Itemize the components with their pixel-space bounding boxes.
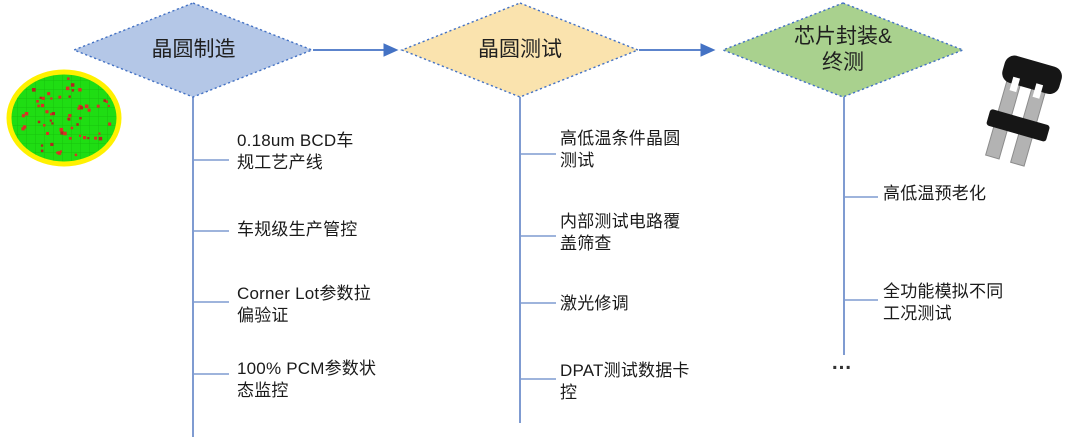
wafer-defect-dot xyxy=(51,112,55,116)
stage-diamond-package-finaltest xyxy=(721,2,965,98)
wafer-defect-dot xyxy=(103,99,106,102)
stage-diamond-wafer-test xyxy=(400,2,640,98)
wafer-defect-dot xyxy=(107,104,110,107)
wafer-defect-dot xyxy=(40,149,44,153)
wafer-defect-dot xyxy=(24,112,29,116)
stage-diamond-wafer-fab xyxy=(72,2,314,98)
wafer-defect-dot xyxy=(98,132,101,135)
wafer-defect-dot xyxy=(71,89,75,92)
wafer-defect-dot xyxy=(21,127,25,131)
wafer-defect-dot xyxy=(65,86,70,91)
wafer-defect-dot xyxy=(76,123,79,126)
wafer-defect-dot xyxy=(67,77,70,80)
list-item: 全功能模拟不同 工况测试 xyxy=(883,282,1004,323)
wafer-defect-dot xyxy=(68,95,71,98)
ellipsis-more-indicator: … xyxy=(831,351,853,374)
column3-ticks xyxy=(844,196,878,301)
wafer-defect-dot xyxy=(63,131,67,136)
wafer-defect-dot xyxy=(56,151,59,154)
wafer-defect-dot xyxy=(68,137,72,140)
transistor-package-icon xyxy=(985,55,1062,167)
wafer-defect-dot xyxy=(70,126,74,130)
wafer-defect-dot xyxy=(94,136,97,140)
wafer-defect-dot xyxy=(105,100,108,103)
list-item: Corner Lot参数拉 偏验证 xyxy=(237,284,371,325)
wafer-defect-dot xyxy=(74,153,78,157)
column1-ticks xyxy=(193,159,229,375)
wafer-defect-dot xyxy=(79,117,82,120)
list-item: 高低温条件晶圆 测试 xyxy=(560,129,681,170)
wafer-defect-dot xyxy=(22,125,27,129)
wafer-defect-dot xyxy=(37,120,41,124)
wafer-defect-dot xyxy=(40,144,44,147)
column2-ticks xyxy=(520,153,556,380)
wafer-defect-dots xyxy=(21,77,112,157)
wafer-defect-dot xyxy=(87,108,91,112)
list-item: 高低温预老化 xyxy=(883,184,987,203)
wafer-defect-dot xyxy=(32,88,36,92)
wafer-defect-dot xyxy=(59,127,64,132)
wafer-defect-dot xyxy=(41,96,45,100)
wafer-defect-dot xyxy=(83,136,87,140)
wafer-defect-dot xyxy=(67,117,71,121)
list-item: 0.18um BCD车 规工艺产线 xyxy=(237,131,354,172)
list-item: 车规级生产管控 xyxy=(237,220,358,239)
wafer-defect-dot xyxy=(60,131,64,135)
wafer-defect-dot xyxy=(49,119,52,122)
wafer-defect-dot xyxy=(50,142,54,146)
wafer-defect-dot xyxy=(98,136,103,141)
wafer-defect-dot xyxy=(43,124,46,127)
wafer-defect-dot xyxy=(108,122,112,126)
list-item: DPAT测试数据卡 控 xyxy=(560,361,690,402)
list-item: 100% PCM参数状 态监控 xyxy=(237,359,377,400)
list-item: 激光修调 xyxy=(560,294,629,313)
wafer-defect-dot xyxy=(84,104,89,109)
wafer-defect-dot xyxy=(70,83,75,87)
wafer-defect-dot xyxy=(51,122,54,125)
wafer-defect-dot xyxy=(87,137,90,140)
list-item: 内部测试电路覆 盖筛查 xyxy=(560,212,681,253)
wafer-defect-dot xyxy=(79,106,84,110)
wafer-defect-dot xyxy=(36,100,39,103)
wafer-defect-dot xyxy=(45,110,49,114)
wafer-defect-dot xyxy=(50,113,53,116)
wafer-defect-dot xyxy=(50,97,53,100)
wafer-defect-dot xyxy=(96,104,100,108)
wafer-defect-dot xyxy=(21,114,25,118)
wafer-defect-dot xyxy=(77,107,80,110)
wafer-defect-dot xyxy=(78,88,82,92)
wafer-defect-dot xyxy=(79,134,82,137)
wafer-defect-dot xyxy=(46,132,49,135)
wafer-defect-dot xyxy=(39,96,42,99)
wafer-defect-dot xyxy=(68,114,72,118)
wafer-defect-dot xyxy=(57,151,62,155)
wafer-map-icon xyxy=(6,69,122,167)
wafer-defect-dot xyxy=(37,104,40,108)
wafer-defect-dot xyxy=(47,92,51,96)
wafer-defect-dot xyxy=(40,103,45,108)
wafer-defect-dot xyxy=(59,150,62,153)
wafer-defect-dot xyxy=(58,95,62,99)
